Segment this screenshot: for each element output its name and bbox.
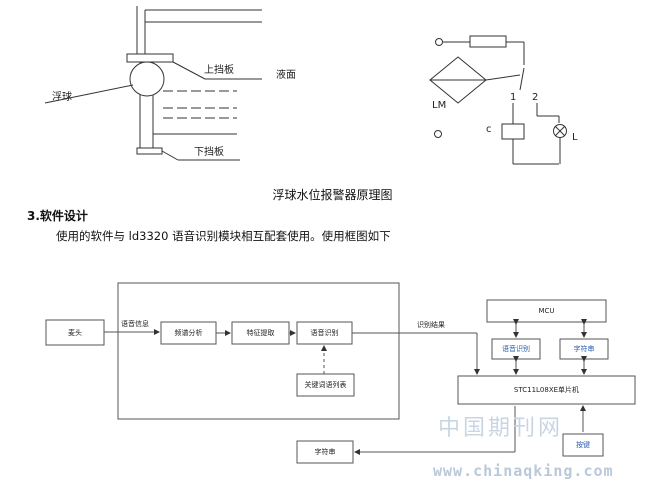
upper-baffle-label: 上挡板 — [204, 65, 234, 76]
switch-blade — [519, 67, 525, 91]
stc-mcu-block: STC11L08XE单片机 — [513, 386, 580, 394]
spectrum-block: 频谱分析 — [174, 329, 203, 337]
lower-baffle — [136, 147, 163, 155]
lm-label: LM — [432, 100, 447, 111]
float-ball-label: 浮球 — [52, 92, 72, 103]
body-paragraph: 使用的软件与 ld3320 语音识别模块相互配套使用。使用框图如下 — [56, 229, 391, 243]
lower-baffle-label: 下挡板 — [194, 147, 224, 158]
result-label: 识别结果 — [417, 321, 445, 329]
mcu-block: MCU — [538, 307, 555, 315]
watermark-cn: 中国期刊网 — [438, 416, 564, 441]
mic-block: 麦头 — [68, 328, 82, 337]
switch-contact-2: 2 — [532, 92, 539, 103]
voice-info-label: 语音信息 — [121, 320, 149, 328]
alarm-circuit — [429, 35, 567, 165]
string-block-bottom: 字符串 — [314, 448, 336, 456]
figure-caption: 浮球水位报警器原理图 — [272, 188, 393, 202]
software-block-diagram — [45, 282, 636, 464]
upper-baffle-leader — [172, 61, 206, 80]
processing-frame — [117, 282, 400, 420]
voice-recog-block: 语音识别 — [502, 345, 530, 353]
switch-contact-1: 1 — [510, 92, 517, 103]
string-block-top: 字符串 — [573, 345, 595, 353]
recognition-block: 语音识别 — [310, 329, 339, 337]
relay-coil — [501, 123, 525, 140]
keyword-list-block: 关键词语列表 — [304, 381, 347, 389]
upper-baffle — [126, 53, 174, 63]
button-block: 按键 — [576, 441, 590, 449]
section-heading: 3.软件设计 — [27, 209, 88, 223]
coil-label: c — [486, 124, 492, 135]
feature-block: 特征提取 — [246, 329, 275, 337]
resistor — [469, 35, 507, 48]
liquid-level-label: 液面 — [276, 70, 296, 81]
float-ball — [129, 61, 165, 97]
lamp-label: L — [572, 132, 578, 143]
float-switch-drawing — [44, 6, 262, 161]
watermark-url: www.chinaqking.com — [433, 462, 614, 480]
